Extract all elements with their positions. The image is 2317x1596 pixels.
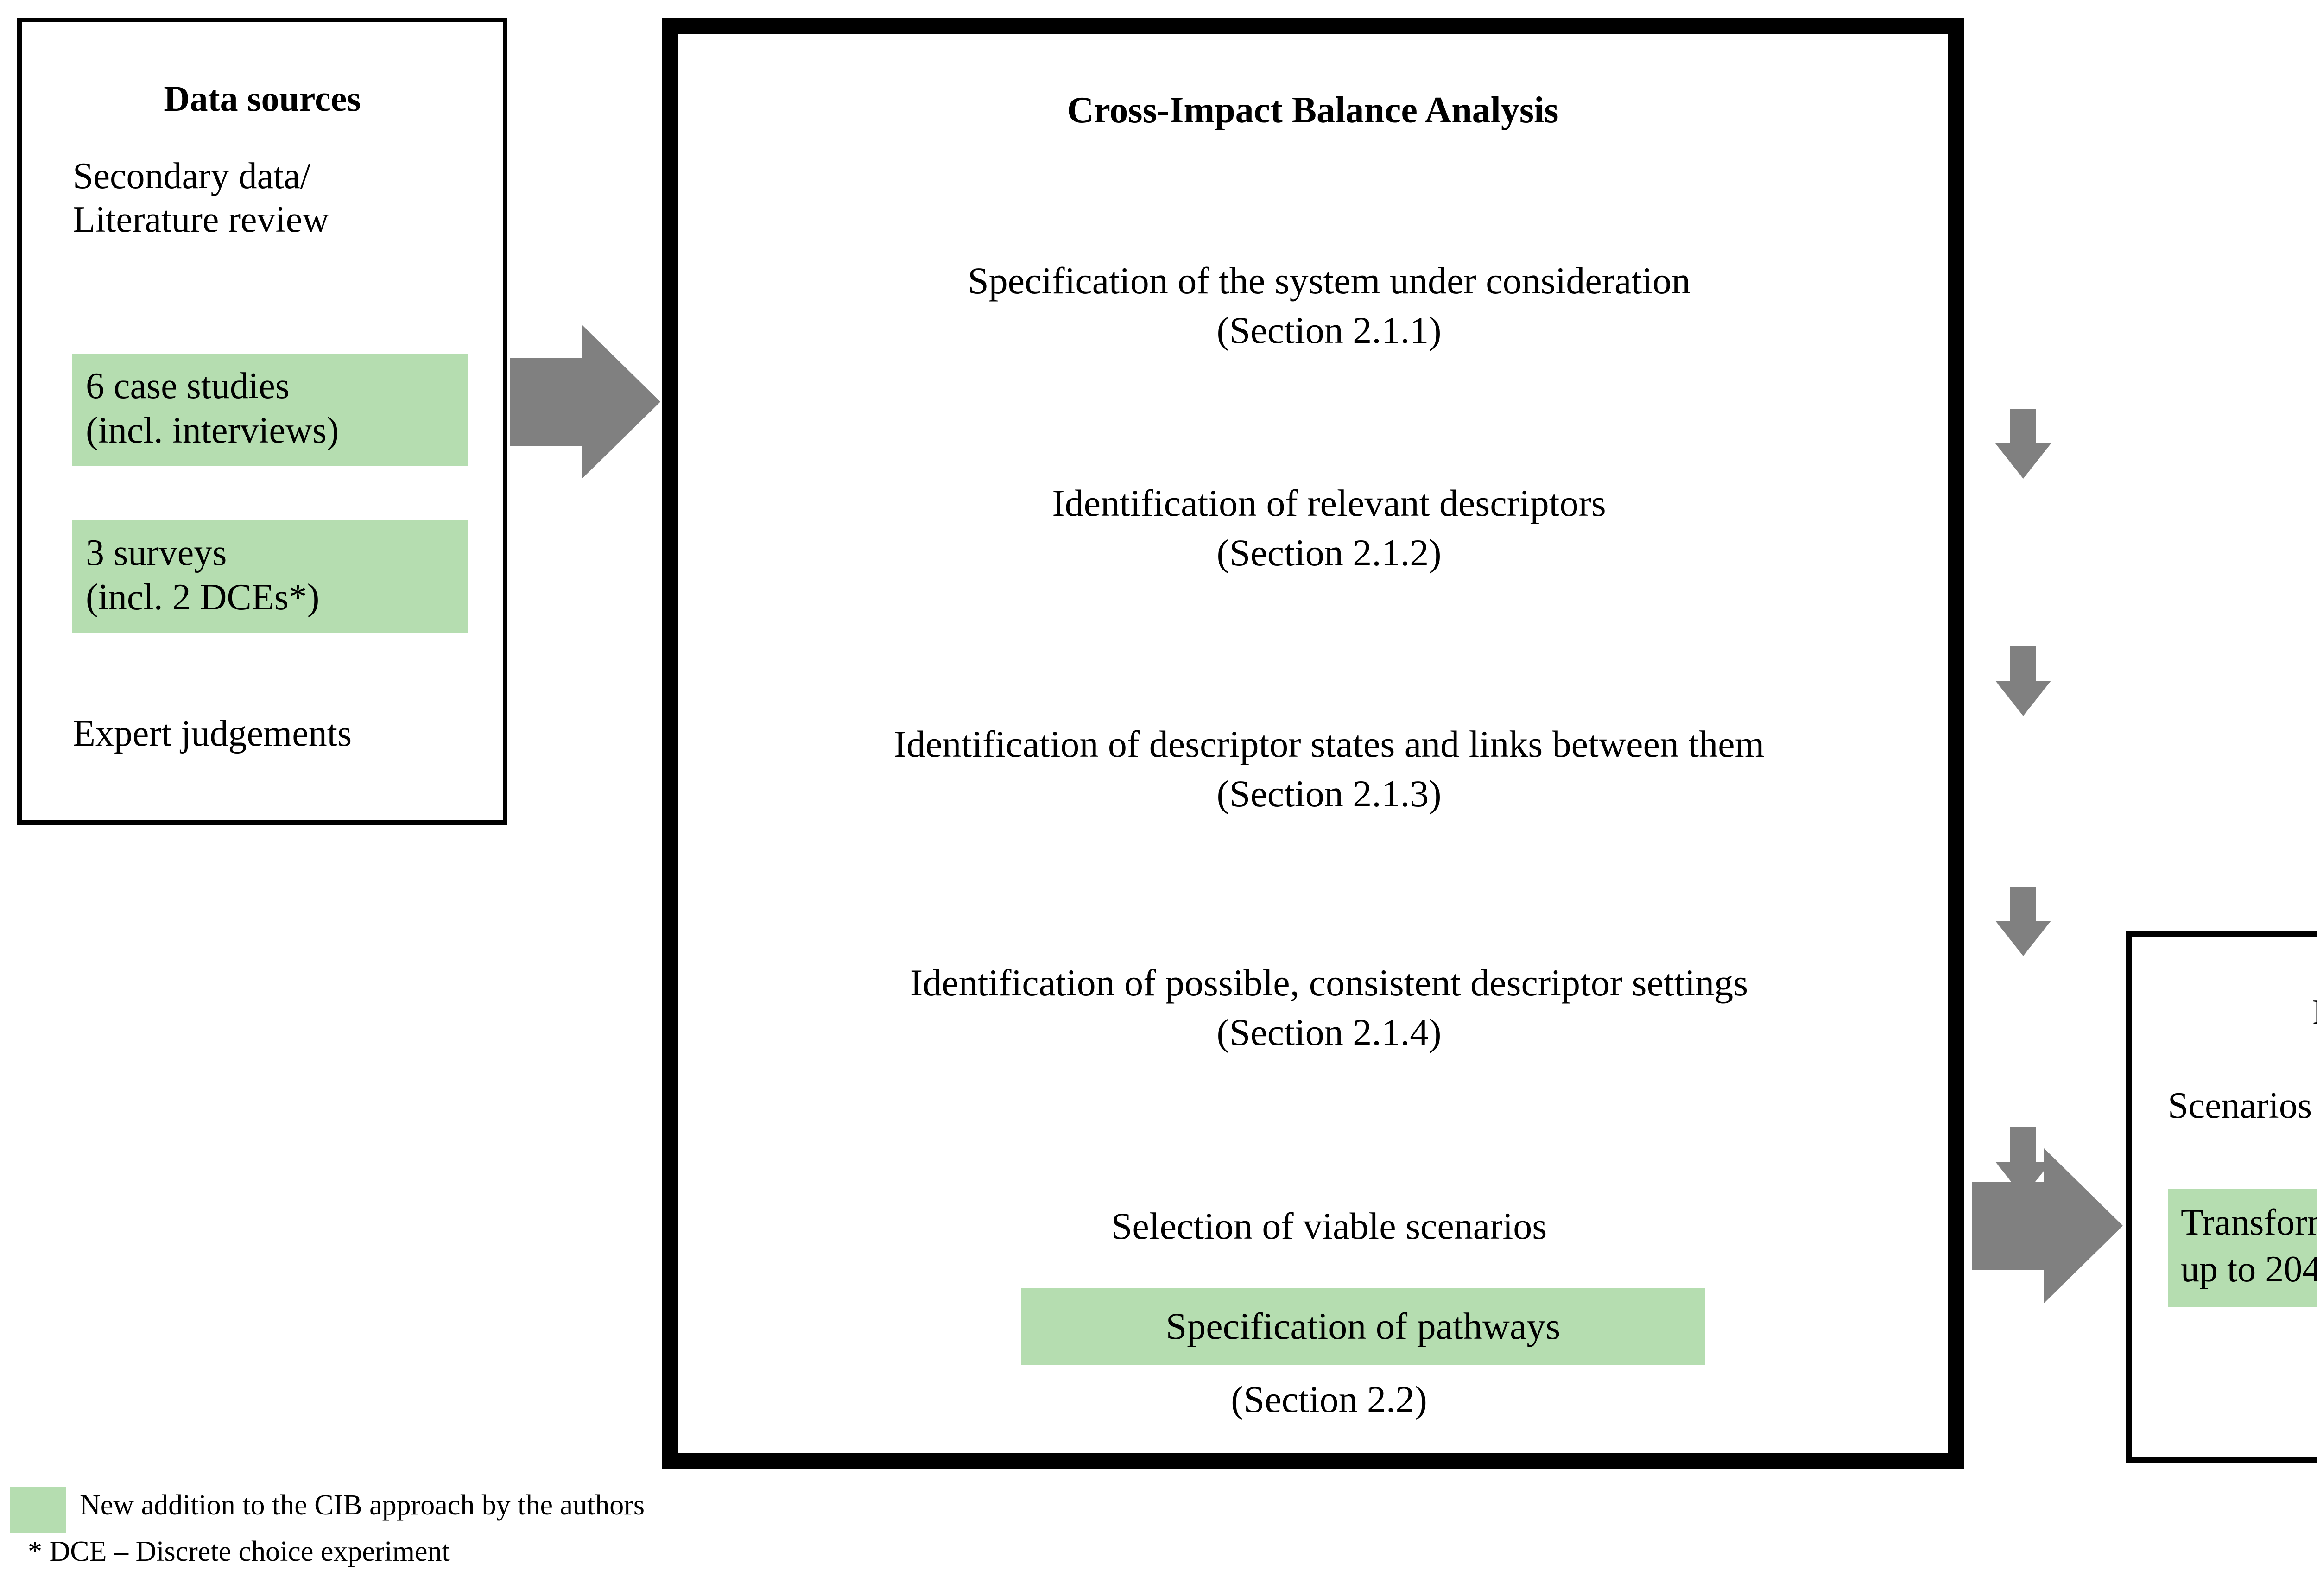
cib-title: Cross-Impact Balance Analysis [1067,90,1559,131]
legend-green-swatch [10,1487,66,1533]
cib-specification-of-pathways-highlight: Specification of pathways [1021,1288,1705,1365]
arrow-head [2044,1148,2123,1303]
arrow-head [1995,443,2051,479]
arrow-right-icon-cib-to-results [1972,1148,2130,1303]
arrow-right-icon-data-to-cib [510,324,663,479]
arrow-shaft [2010,1127,2036,1164]
cib-step-4: Identification of possible, consistent d… [910,962,1748,1053]
results-box: Results Scenarios Transformation pathway… [2126,931,2317,1463]
arrow-down-icon-step1-step2 [1995,409,2051,479]
cross-impact-balance-analysis-box: Cross-Impact Balance Analysis Specificat… [662,18,2051,1469]
results-title: Results [2132,991,2317,1033]
arrow-down-icon-step2-step3 [1995,646,2051,716]
cib-pathways-section-label: (Section 2.2) [1231,1378,1427,1420]
cib-step-5: Selection of viable scenarios [1111,1205,1547,1247]
cib-specification-of-pathways-label: Specification of pathways [1165,1305,1561,1347]
arrow-head [1995,921,2051,956]
arrow-shaft [510,358,584,446]
data-sources-box: Data sources Secondary data/ Literature … [17,18,507,825]
cib-step-1: Specification of the system under consid… [968,260,1690,351]
cib-step-2: Identification of relevant descriptors (… [1052,482,1606,574]
arrow-head [582,324,660,479]
data-sources-surveys-highlight: 3 surveys (incl. 2 DCEs*) [72,520,468,633]
data-sources-case-studies-highlight: 6 case studies (incl. interviews) [72,354,468,466]
results-transformation-pathways-highlight: Transformation pathways up to 2040 [2168,1189,2317,1307]
arrow-head [1995,681,2051,716]
arrow-shaft [2010,646,2036,683]
arrow-down-icon-step3-step4 [1995,887,2051,956]
legend-footnote: * DCE – Discrete choice experiment [28,1536,450,1567]
data-sources-secondary-data-text: Secondary data/ Literature review [73,156,329,241]
legend-green-note: New addition to the CIB approach by the … [80,1489,645,1521]
arrow-shaft [1972,1182,2046,1270]
data-sources-title: Data sources [164,78,361,119]
cib-step-3: Identification of descriptor states and … [893,723,1765,815]
arrow-shaft [2010,887,2036,923]
data-sources-expert-judgements-text: Expert judgements [73,713,352,754]
results-scenarios-text: Scenarios [2168,1085,2312,1126]
arrow-shaft [2010,409,2036,445]
